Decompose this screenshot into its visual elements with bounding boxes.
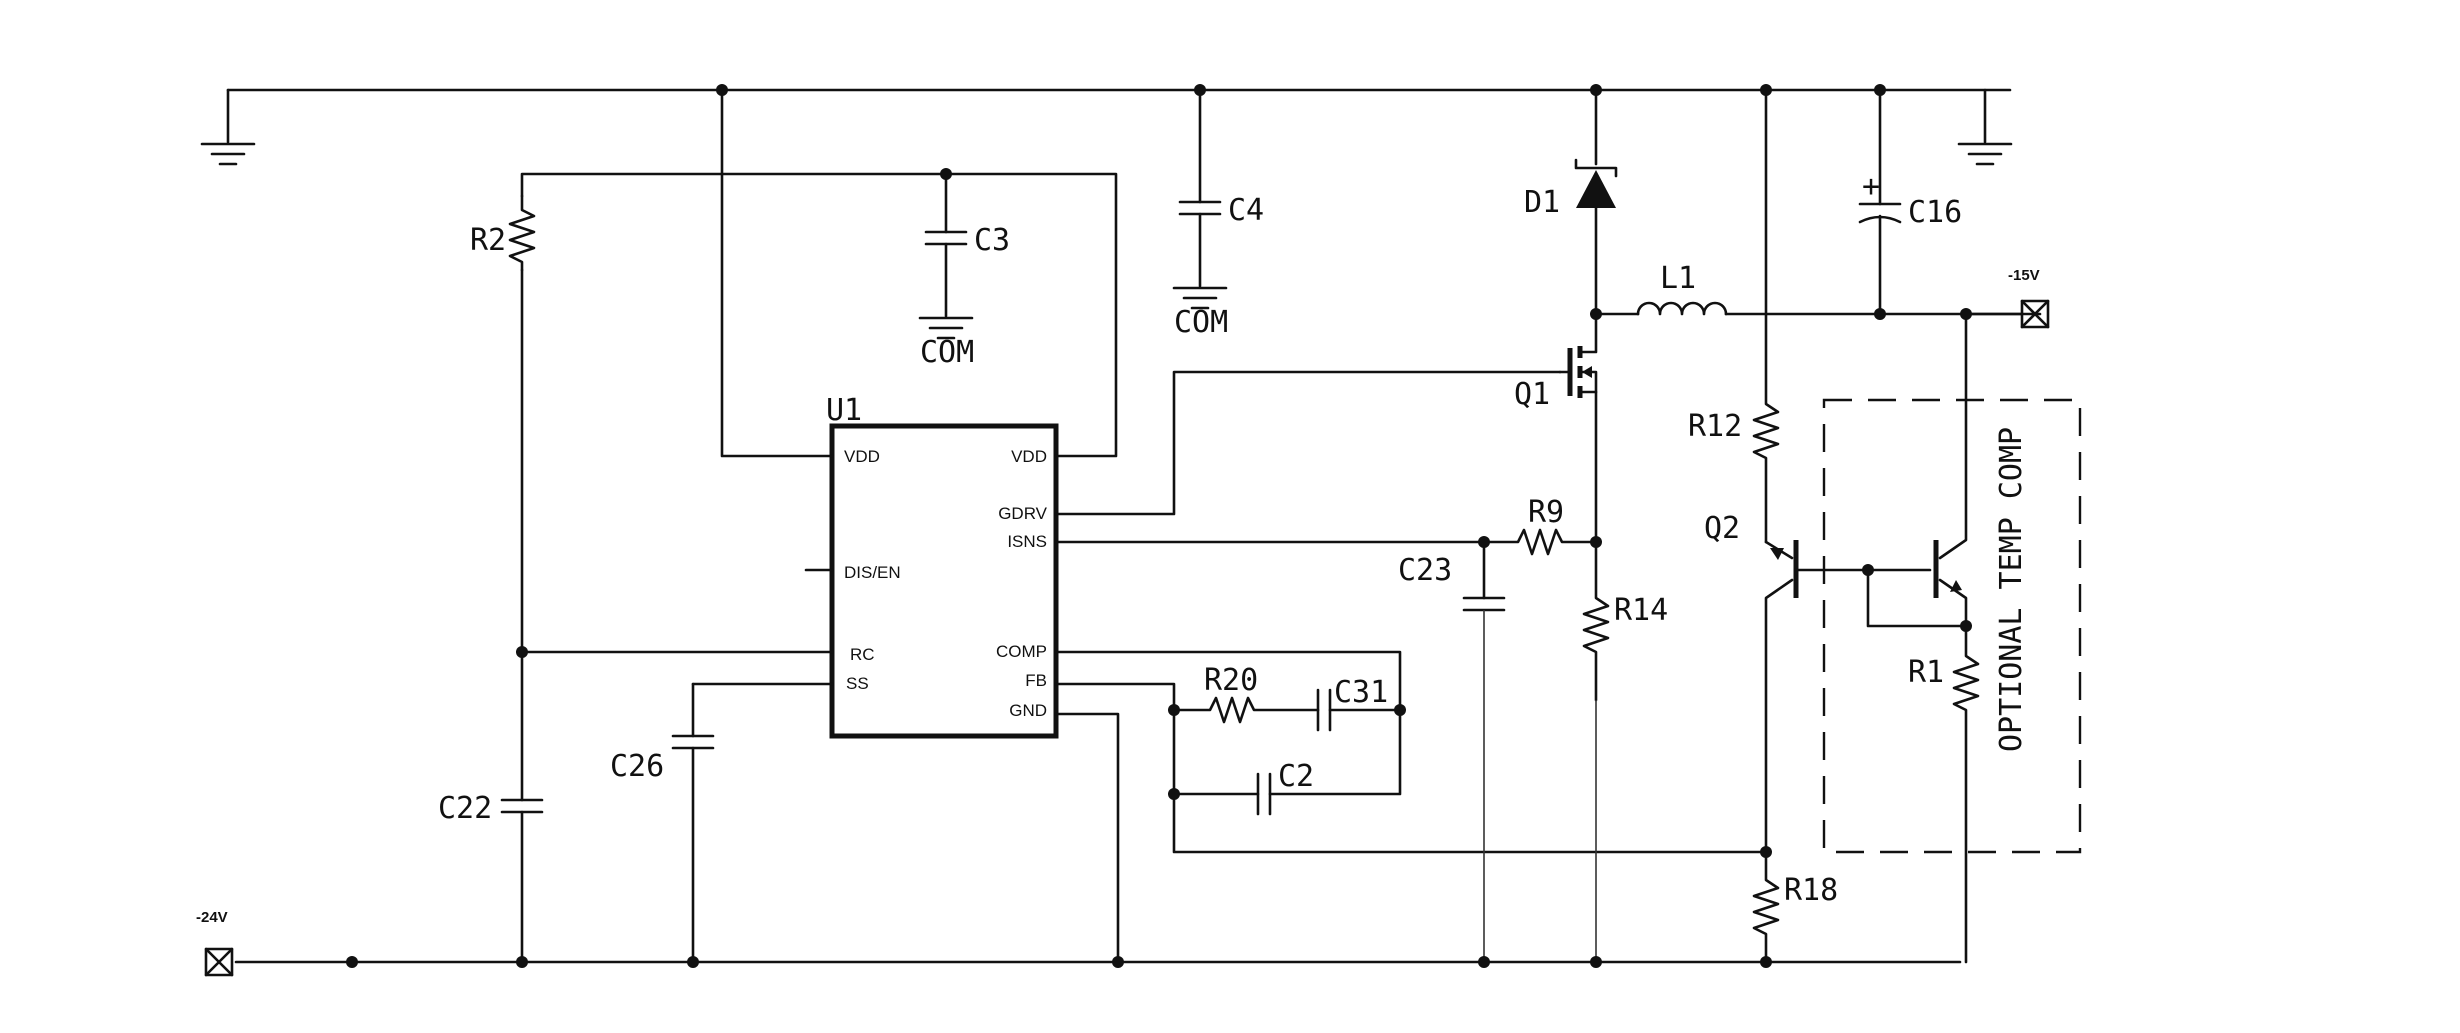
ref-d1: D1 — [1524, 185, 1560, 220]
ground-symbol-right — [1957, 142, 2013, 166]
ref-r12: R12 — [1688, 409, 1742, 444]
ref-c2: C2 — [1278, 759, 1314, 794]
optional-temp-comp-box — [1822, 398, 2082, 854]
junction-dots — [346, 84, 1972, 968]
pin-comp: COMP — [996, 642, 1047, 661]
terminal-neg24v[interactable] — [204, 947, 234, 977]
resistor-r2[interactable] — [508, 194, 536, 654]
ref-l1: L1 — [1660, 261, 1696, 296]
transistor-q2[interactable] — [1764, 540, 1870, 854]
pin-vdd-left: VDD — [844, 447, 880, 466]
ref-c16: C16 — [1908, 195, 1962, 230]
resistor-r12[interactable] — [1752, 88, 1780, 544]
ref-q1: Q1 — [1514, 377, 1550, 412]
resistor-r18[interactable] — [1752, 850, 1780, 964]
cap-polarity-c16: + — [1862, 169, 1880, 204]
ref-r18: R18 — [1784, 873, 1838, 908]
resistor-r20[interactable] — [1172, 696, 1320, 724]
pin-gnd: GND — [1009, 701, 1047, 720]
u1-wiring — [520, 88, 1768, 964]
ref-c26: C26 — [610, 749, 664, 784]
ref-r9: R9 — [1528, 495, 1564, 530]
net-label-neg24v: -24V — [196, 909, 228, 926]
ref-c22: C22 — [438, 791, 492, 826]
pin-gdrv: GDRV — [998, 504, 1047, 523]
resistor-r1[interactable] — [1952, 624, 1980, 964]
capacitor-c22[interactable] — [500, 650, 544, 964]
ref-c3: C3 — [974, 223, 1010, 258]
ref-q2: Q2 — [1704, 511, 1740, 546]
net-label-neg15v: -15V — [2008, 267, 2040, 284]
inductor-l1[interactable] — [1594, 301, 2042, 316]
optional-temp-comp-label: OPTIONAL TEMP COMP — [1994, 427, 2029, 752]
ref-c31: C31 — [1334, 675, 1388, 710]
ref-r2: R2 — [470, 223, 506, 258]
mosfet-q1[interactable] — [1558, 312, 1598, 542]
net-label-com-c3: COM — [920, 335, 974, 370]
capacitor-c2[interactable] — [1172, 708, 1402, 816]
ref-r14: R14 — [1614, 593, 1668, 628]
ic-u1[interactable] — [829, 423, 1059, 739]
pin-ss: SS — [846, 674, 869, 693]
ref-r1: R1 — [1908, 655, 1944, 690]
capacitor-c23[interactable] — [1462, 540, 1506, 962]
transistor-temp-comp[interactable] — [1866, 312, 1968, 628]
terminal-neg15v[interactable] — [1964, 299, 2050, 329]
ref-c23: C23 — [1398, 553, 1452, 588]
ic-u1-ref: U1 — [826, 393, 862, 428]
resistor-r9[interactable] — [1482, 528, 1598, 556]
top-rail — [226, 88, 2012, 144]
pin-vdd-right: VDD — [1011, 447, 1047, 466]
resistor-r14[interactable] — [1582, 538, 1610, 962]
ref-r20: R20 — [1204, 663, 1258, 698]
pin-fb: FB — [1025, 671, 1047, 690]
ground-symbol-left — [200, 142, 256, 166]
pin-isns: ISNS — [1007, 532, 1047, 551]
ref-c4: C4 — [1228, 193, 1264, 228]
capacitor-c26[interactable] — [671, 734, 715, 964]
pin-dis-en: DIS/EN — [844, 563, 901, 582]
capacitor-c16[interactable] — [1858, 88, 1902, 316]
net-label-com-c4: COM — [1174, 305, 1228, 340]
capacitor-c31[interactable] — [1316, 688, 1402, 732]
pin-rc: RC — [850, 645, 875, 664]
capacitor-c3[interactable] — [918, 172, 974, 340]
capacitor-c4[interactable] — [1172, 88, 1228, 310]
diode-d1[interactable] — [1574, 88, 1618, 316]
